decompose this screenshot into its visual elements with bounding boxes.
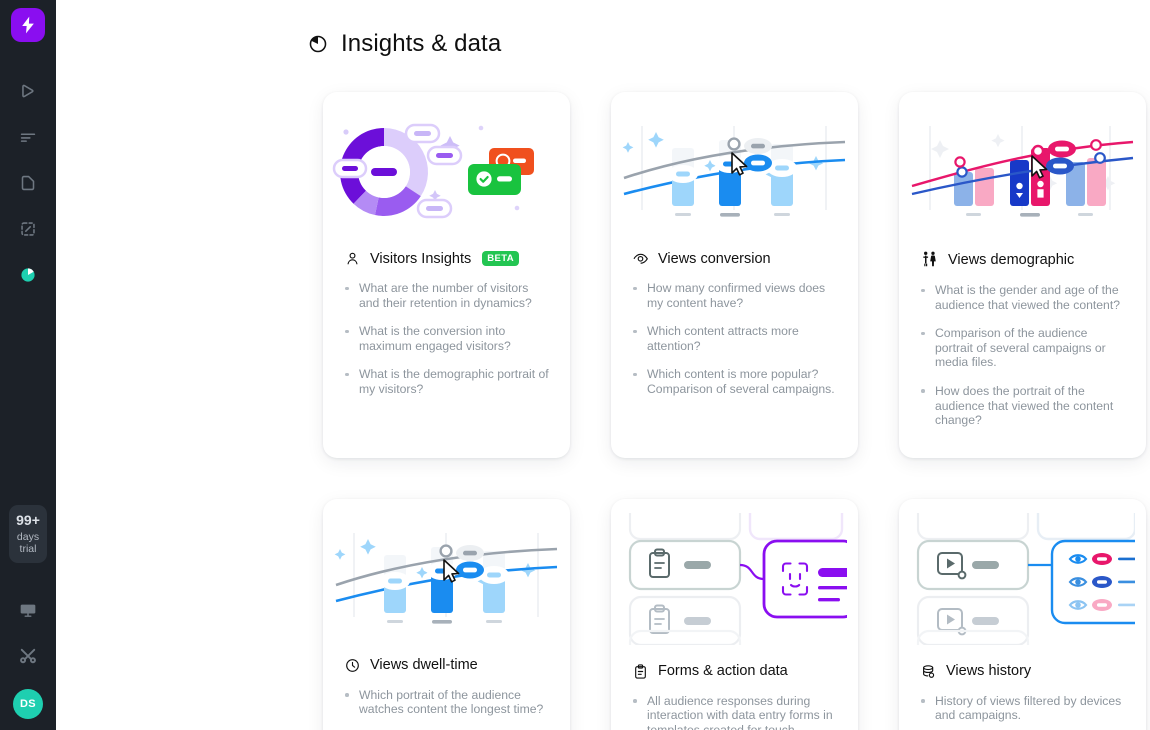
eye-icon: [633, 253, 648, 264]
views-row-1: [1068, 552, 1135, 565]
sidebar-nav: [5, 68, 51, 298]
sidebar-item-playlists[interactable]: [5, 114, 51, 160]
list-item: History of views filtered by devices and…: [921, 694, 1126, 723]
player-icon: [22, 84, 34, 98]
card-views-history[interactable]: Views history History of views filtered …: [899, 498, 1146, 730]
card-question-list: Which portrait of the audience watches c…: [323, 674, 570, 717]
blue-bars-lines-illustration: [323, 517, 570, 643]
card-title-text: Visitors Insights: [370, 250, 472, 267]
beta-badge: BETA: [482, 251, 520, 266]
page-header: Insights & data: [56, 0, 1150, 58]
list-item: How does the portrait of the audience th…: [921, 384, 1126, 428]
card-title-forms-action-data: Forms & action data: [611, 649, 858, 680]
file-icon: [21, 175, 35, 191]
card-title-text: Views demographic: [948, 251, 1075, 268]
card-views-demographic[interactable]: Views demographic What is the gender and…: [899, 92, 1146, 458]
card-title-views-history: Views history: [899, 649, 1146, 680]
card-forms-action-data[interactable]: Forms & action data All audience respons…: [611, 498, 858, 730]
list-item: How many confirmed views does my content…: [633, 281, 838, 310]
card-title-views-conversion: Views conversion: [611, 236, 858, 267]
face-scan-icon: [781, 562, 809, 596]
donut-chart-svg: [332, 123, 534, 219]
template-icon: [21, 222, 35, 236]
blue-bars-lines-illustration: [611, 110, 858, 236]
list-item: Which content is more popular? Compariso…: [633, 367, 838, 396]
card-views-conversion[interactable]: Views conversion How many confirmed view…: [611, 92, 858, 458]
sidebar-item-tools[interactable]: [5, 633, 51, 679]
insight-cards-grid: Visitors Insights BETA What are the numb…: [56, 58, 1150, 730]
views-history-illustration-svg: [916, 512, 1135, 645]
playlist-icon: [20, 133, 36, 142]
card-question-list: History of views filtered by devices and…: [899, 680, 1146, 723]
lightning-bolt-logo[interactable]: [11, 8, 45, 42]
clipboard-mini-2: [649, 604, 670, 634]
sidebar: 99+ days trial DS: [0, 0, 56, 730]
pie-chart-icon: [309, 35, 327, 53]
lightning-bolt-icon: [22, 16, 34, 34]
card-question-list: What are the number of visitors and thei…: [323, 267, 570, 397]
page-title: Insights & data: [341, 30, 502, 57]
clipboard-mini-1: [649, 548, 670, 578]
trial-badge[interactable]: 99+ days trial: [9, 505, 47, 563]
clock-icon: [346, 658, 359, 672]
card-title-text: Views conversion: [658, 250, 771, 267]
sidebar-item-player[interactable]: [5, 68, 51, 114]
card-title-views-dwell-time: Views dwell-time: [323, 643, 570, 674]
list-item: What is the gender and age of the audien…: [921, 283, 1126, 312]
card-question-list: What is the gender and age of the audien…: [899, 269, 1146, 428]
insights-icon: [21, 268, 35, 282]
sidebar-item-templates[interactable]: [5, 206, 51, 252]
card-visitors-insights[interactable]: Visitors Insights BETA What are the numb…: [323, 92, 570, 458]
card-title-text: Views dwell-time: [370, 657, 478, 674]
database-icon: [923, 665, 935, 678]
card-question-list: All audience responses during interactio…: [611, 680, 858, 730]
list-item: What is the demographic portrait of my v…: [345, 367, 549, 396]
card-title-text: Views history: [946, 663, 1032, 680]
views-row-3: [1068, 598, 1135, 611]
sidebar-item-insights[interactable]: [5, 252, 51, 298]
list-item: What is the conversion into maximum enga…: [345, 324, 550, 353]
views-list-illustration: [899, 509, 1146, 649]
demographic-chart-svg: [911, 126, 1134, 217]
avatar[interactable]: DS: [13, 689, 43, 719]
card-title-text: Forms & action data: [658, 663, 788, 680]
avatar-initials: DS: [20, 698, 36, 710]
card-title-views-demographic: Views demographic: [899, 236, 1146, 269]
trial-label-days: days: [16, 531, 40, 543]
trial-count: 99+: [16, 512, 40, 528]
clipboard-icon: [635, 664, 646, 679]
media-mini-1: [937, 551, 967, 580]
card-views-dwell-time[interactable]: Views dwell-time Which portrait of the a…: [323, 498, 570, 730]
person-icon: [347, 252, 358, 265]
sidebar-bottom-nav: [5, 587, 51, 679]
pink-blue-bars-illustration: [899, 110, 1146, 236]
dwell-time-chart-svg: [334, 532, 558, 624]
conversion-chart-svg: [622, 126, 846, 217]
card-title-visitors-insights: Visitors Insights BETA: [323, 236, 570, 267]
card-question-list: How many confirmed views does my content…: [611, 267, 858, 397]
list-item: What are the number of visitors and thei…: [345, 281, 550, 310]
sidebar-item-displays[interactable]: [5, 587, 51, 633]
trial-label-trial: trial: [19, 543, 37, 555]
views-row-2: [1068, 575, 1135, 588]
list-item: All audience responses during interactio…: [633, 694, 838, 730]
donut-chart-illustration: [323, 110, 570, 236]
main-content: Insights & data: [56, 0, 1150, 730]
display-icon: [20, 604, 36, 617]
list-item: Comparison of the audience portrait of s…: [921, 326, 1126, 370]
forms-cards-illustration: [611, 509, 858, 649]
list-item: Which content attracts more attention?: [633, 324, 838, 353]
sidebar-item-files[interactable]: [5, 160, 51, 206]
tools-icon: [20, 648, 36, 664]
list-item: Which portrait of the audience watches c…: [345, 688, 550, 717]
forms-illustration-svg: [628, 512, 847, 645]
people-gender-icon: [923, 251, 936, 267]
